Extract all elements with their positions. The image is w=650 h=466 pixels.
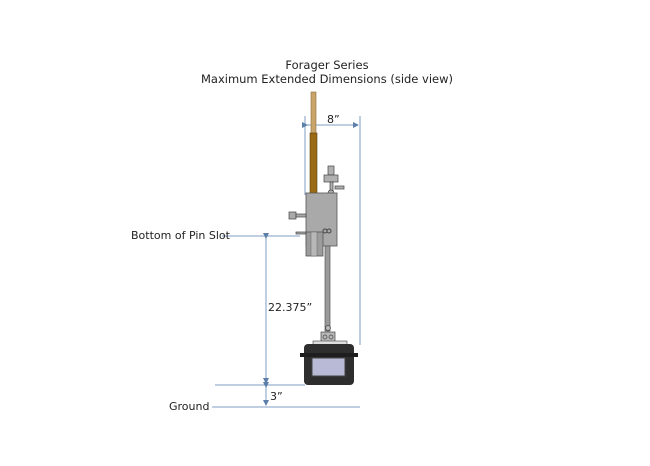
height-dimension-label: 22.375” [268,301,313,314]
side-knob [288,211,307,235]
pin-slot-label: Bottom of Pin Slot [131,229,230,242]
ground-label: Ground [169,400,210,413]
width-dimension-label: 8” [327,113,340,126]
rod-upper [310,91,317,135]
rod-lower [309,132,318,196]
shaft [324,245,331,332]
battery-box [300,340,358,385]
diagram-title: Forager Series [285,58,369,72]
diagram-subtitle: Maximum Extended Dimensions (side view) [200,72,454,86]
pin-slot-line [212,233,360,408]
top-fitting [323,165,345,197]
ground-clearance-label: 3” [270,390,283,403]
